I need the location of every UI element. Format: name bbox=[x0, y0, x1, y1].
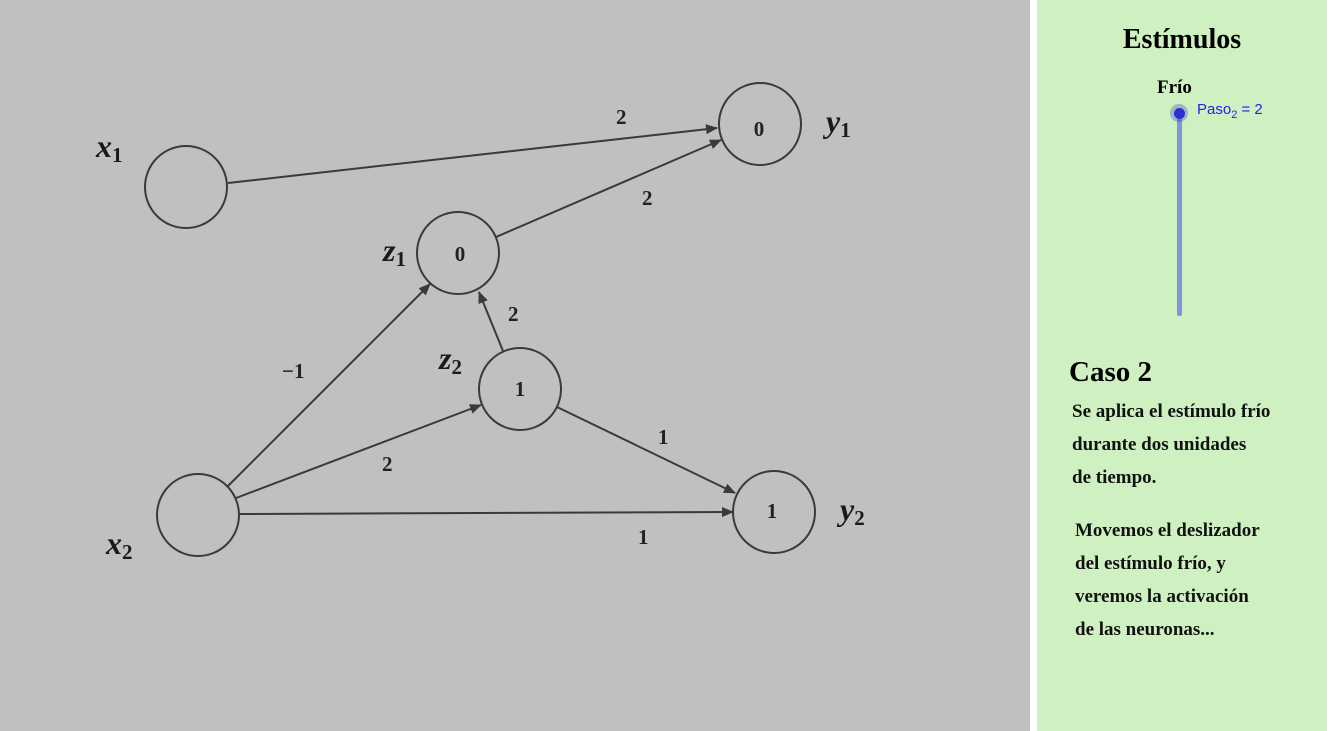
cold-slider-track[interactable] bbox=[1177, 113, 1182, 316]
weight-z1-y1: 2 bbox=[642, 186, 653, 210]
step-caption-name: Paso bbox=[1197, 101, 1232, 118]
weight-z2-y2: 1 bbox=[658, 425, 669, 449]
cold-slider-knob[interactable] bbox=[1174, 108, 1185, 119]
edge-x2-z2 bbox=[235, 404, 482, 499]
case-description: Se aplica el estímulo frío durante dos u… bbox=[1072, 395, 1322, 494]
graphics-view[interactable]: 2 2 −1 2 2 1 1 0 1 0 1 bbox=[0, 0, 1030, 731]
case-description-line: Se aplica el estímulo frío bbox=[1072, 401, 1271, 422]
neuron-z1-value: 0 bbox=[455, 242, 466, 266]
case-title: Caso 2 bbox=[1069, 356, 1152, 388]
instructions-text: Movemos el deslizador del estímulo frío,… bbox=[1075, 514, 1325, 646]
instructions-line: del estímulo frío, y bbox=[1075, 553, 1226, 574]
instructions-line: de las neuronas... bbox=[1075, 619, 1215, 640]
case-description-line: durante dos unidades bbox=[1072, 434, 1247, 455]
step-value-caption: Paso2 = 2 bbox=[1197, 101, 1263, 121]
label-y1: y1 bbox=[822, 103, 851, 142]
edge-x1-y1 bbox=[227, 124, 718, 184]
weight-x2-z2: 2 bbox=[382, 452, 393, 476]
stimulus-panel: Estímulos Frío Paso2 = 2 Caso 2 Se aplic… bbox=[1037, 0, 1327, 731]
neuron-z2: 1 bbox=[478, 347, 562, 431]
neuron-y2-value: 1 bbox=[767, 499, 778, 523]
neuron-z1: 0 bbox=[416, 211, 500, 295]
edge-x2-z1 bbox=[227, 283, 431, 487]
neuron-y1-value: 0 bbox=[754, 117, 765, 141]
label-x2: x2 bbox=[105, 525, 133, 564]
edge-x2-y2 bbox=[239, 507, 734, 518]
panel-title: Estímulos bbox=[1122, 24, 1242, 55]
neuron-x2 bbox=[156, 473, 240, 557]
cold-slider-label: Frío bbox=[1157, 77, 1192, 98]
weight-x2-z1: −1 bbox=[282, 359, 304, 383]
instructions-line: Movemos el deslizador bbox=[1075, 520, 1260, 541]
label-z2: z2 bbox=[438, 340, 462, 379]
step-caption-sub: 2 bbox=[1231, 109, 1238, 121]
neuron-z2-value: 1 bbox=[515, 377, 526, 401]
step-caption-value: = 2 bbox=[1237, 101, 1263, 118]
weight-x2-y2: 1 bbox=[638, 525, 649, 549]
neuron-y2: 1 bbox=[732, 470, 816, 554]
weight-z2-z1: 2 bbox=[508, 302, 519, 326]
neural-network-diagram: 2 2 −1 2 2 1 1 0 1 0 1 bbox=[95, 82, 865, 564]
label-z1: z1 bbox=[382, 232, 406, 271]
neuron-x1 bbox=[144, 145, 228, 229]
edge-z2-z1 bbox=[478, 291, 504, 352]
weight-x1-y1: 2 bbox=[616, 105, 627, 129]
case-description-line: de tiempo. bbox=[1072, 467, 1157, 488]
label-x1: x1 bbox=[95, 128, 123, 167]
edge-z2-y2 bbox=[556, 406, 736, 494]
edge-z1-y1 bbox=[495, 139, 722, 238]
instructions-line: veremos la activación bbox=[1075, 586, 1249, 607]
neuron-y1: 0 bbox=[718, 82, 802, 166]
label-y2: y2 bbox=[836, 491, 865, 530]
